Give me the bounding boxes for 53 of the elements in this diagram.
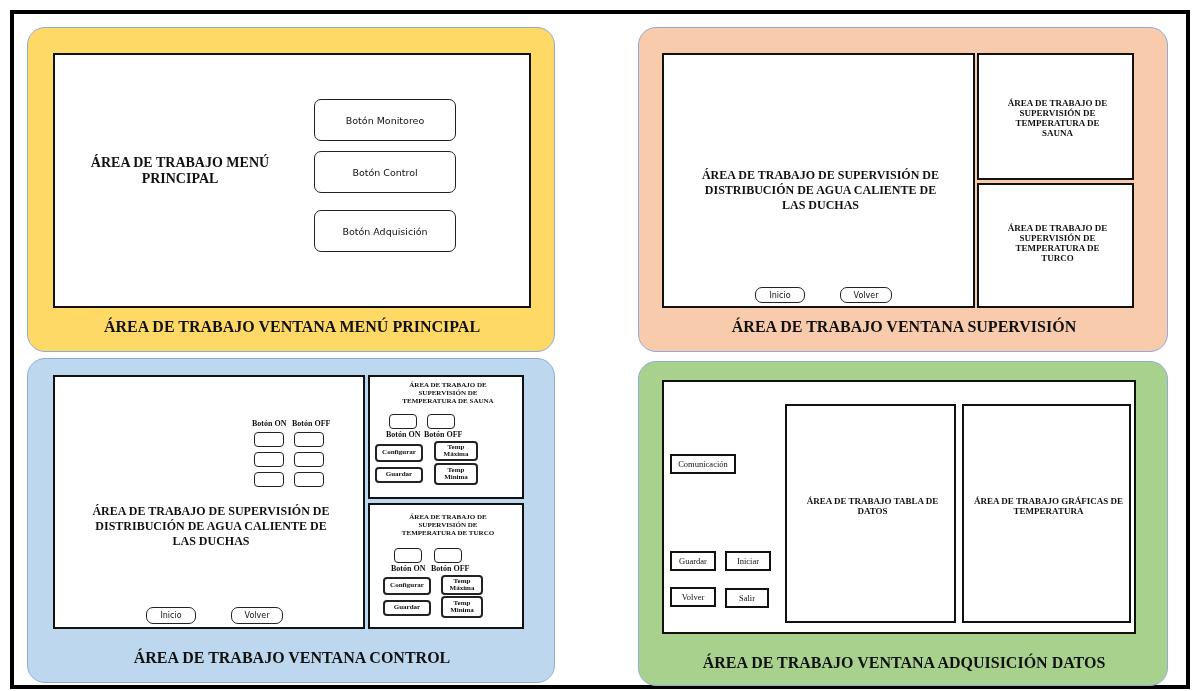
button-caption: Botón ON xyxy=(252,419,287,428)
button: Volver xyxy=(840,287,892,303)
button: Botón Control xyxy=(314,151,456,193)
empty-button xyxy=(394,548,422,563)
button: Inicio xyxy=(755,287,805,303)
window-panel xyxy=(27,358,555,683)
window-frame xyxy=(662,53,975,308)
work-area-panel xyxy=(977,53,1134,180)
button: Salir xyxy=(725,588,769,608)
work-area-panel xyxy=(977,183,1134,308)
button: Comunicación xyxy=(670,454,736,474)
button: Guardar xyxy=(670,551,716,571)
window-frame xyxy=(53,53,531,308)
button: Volver xyxy=(670,587,716,607)
button: Iniciar xyxy=(725,551,771,571)
area-title: ÁREA DE TRABAJO DE SUPERVISIÓN DE DISTRIBUCIÓN DE AGUA CALIENTE DE LAS DUCHAS xyxy=(91,504,331,549)
panel-title: ÁREA DE TRABAJO VENTANA MENÚ PRINCIPAL xyxy=(102,318,482,336)
window-frame xyxy=(662,380,1136,634)
area-title: ÁREA DE TRABAJO DE SUPERVISIÓN DE DISTRIBUCIÓN DE AGUA CALIENTE DE LAS DUCHAS xyxy=(700,168,941,213)
work-area-panel xyxy=(962,404,1131,623)
empty-button xyxy=(294,452,324,467)
button: Volver xyxy=(231,607,283,624)
empty-button xyxy=(254,472,284,487)
button-caption: Botón OFF xyxy=(431,564,470,573)
button: Inicio xyxy=(146,607,196,624)
panel-title: ÁREA DE TRABAJO VENTANA ADQUISICIÓN DATOS xyxy=(701,654,1107,672)
empty-button xyxy=(389,414,417,429)
window-panel xyxy=(638,361,1168,686)
area-title: ÁREA DE TRABAJO DE SUPERVISIÓN DE TEMPERATURA DE TURCO xyxy=(1006,223,1109,263)
window-frame xyxy=(53,375,365,629)
area-title: ÁREA DE TRABAJO DE SUPERVISIÓN DE TEMPERATURA DE SAUNA xyxy=(1006,98,1109,138)
work-area-panel xyxy=(368,375,524,499)
panel-title: ÁREA DE TRABAJO VENTANA SUPERVISIÓN xyxy=(730,318,1078,336)
area-title: ÁREA DE TRABAJO MENÚ PRINCIPAL xyxy=(89,155,271,187)
empty-button xyxy=(254,432,284,447)
panel-title: ÁREA DE TRABAJO VENTANA CONTROL xyxy=(132,649,452,667)
empty-button xyxy=(294,472,324,487)
area-title: ÁREA DE TRABAJO TABLA DE DATOS xyxy=(805,496,940,516)
button-caption: Botón OFF xyxy=(292,419,331,428)
empty-button xyxy=(434,548,462,563)
window-panel xyxy=(27,27,555,352)
button-caption: Botón OFF xyxy=(424,430,463,439)
work-area-panel xyxy=(368,503,524,629)
button: Botón Monitoreo xyxy=(314,99,456,141)
empty-button xyxy=(427,414,455,429)
work-area-panel xyxy=(785,404,956,623)
area-title: ÁREA DE TRABAJO GRÁFICAS DE TEMPERATURA xyxy=(973,496,1124,516)
button-caption: Botón ON xyxy=(391,564,426,573)
button-caption: Botón ON xyxy=(386,430,421,439)
empty-button xyxy=(254,452,284,467)
window-panel xyxy=(638,27,1168,352)
empty-button xyxy=(294,432,324,447)
button: Botón Adquisición xyxy=(314,210,456,252)
